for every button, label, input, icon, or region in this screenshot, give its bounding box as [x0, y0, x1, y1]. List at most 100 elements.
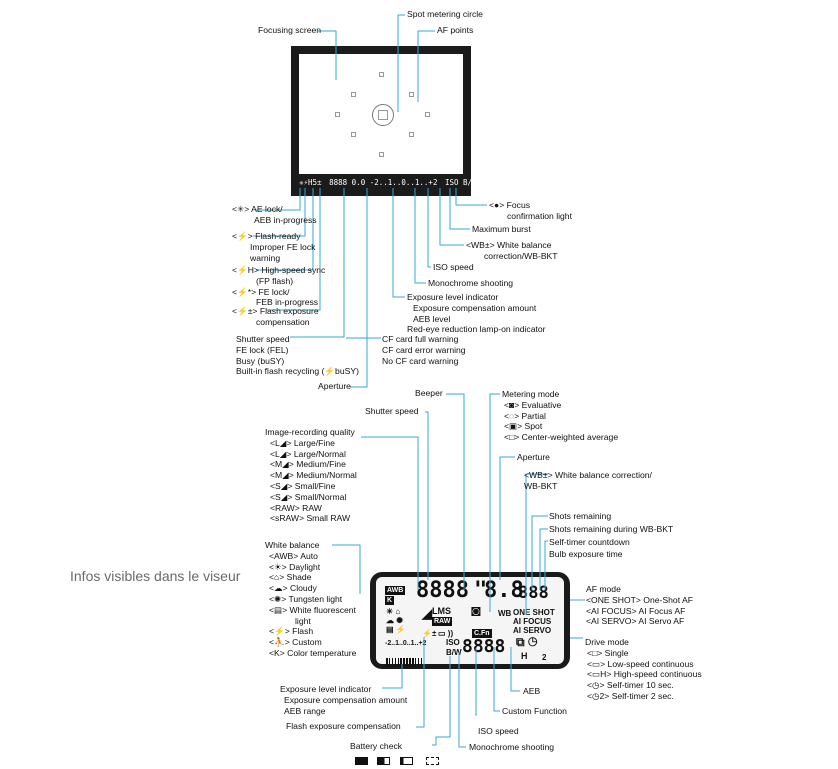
label-line: Exposure compensation amount [284, 694, 408, 705]
metering-icon: ◙ [471, 603, 481, 620]
label-line: (FP flash) [256, 275, 294, 286]
label-cf-card: CF card full warning CF card error warni… [382, 334, 466, 366]
af-point [379, 72, 384, 77]
label-line: <RAW> RAW [270, 502, 322, 513]
strip-mid: 8888 0.0 -2..1..0..1..+2 [329, 178, 438, 187]
label-line: AEB level [413, 313, 451, 324]
label-spot-circle: Spot metering circle [407, 9, 483, 19]
af-point [379, 152, 384, 157]
label-line: <●> Focus [489, 200, 531, 210]
lcd-separator: " [474, 578, 488, 603]
battery-icon: ▭ )) [438, 629, 454, 638]
drive-h: H [521, 651, 528, 661]
label-line: <L◢> Large/Normal [270, 448, 346, 459]
wb-correction-indicator: WB [498, 609, 512, 618]
label-line: Drive mode [585, 637, 629, 647]
label-line: <☀> Daylight [269, 561, 321, 572]
af-point [351, 132, 356, 137]
label-line: <⚡> Flash [269, 626, 314, 637]
label-line: light [295, 615, 311, 626]
quality-icon: ◢ [422, 606, 432, 621]
caption: Infos visibles dans le viseur [70, 568, 241, 584]
label-line: <ONE SHOT> One-Shot AF [586, 594, 693, 605]
lcd-panel-diagram: AWB K ☀ ⌂☁ ✺▤ ⚡ 8888 " 8.8 888 LMS RAW ◢… [370, 572, 570, 669]
quality-lms: LMS [432, 606, 451, 616]
label-wb-correction-lcd: <WB±> White balance correction/ WB-BKT [524, 470, 652, 492]
label-line: <⛹> Custom [269, 637, 322, 648]
label-line: <AWB> Auto [269, 550, 318, 561]
label-line: FEB in-progress [256, 297, 319, 308]
label-shots-remaining: Shots remaining Shots remaining during W… [549, 510, 673, 561]
battery-medium-icon [377, 757, 390, 765]
lcd-aperture-digits: 8.8 [484, 578, 524, 603]
label-beeper: Beeper [415, 388, 443, 398]
label-line: <⚡H> High-speed sync [232, 265, 326, 275]
label-af-mode: AF mode <ONE SHOT> One-Shot AF <AI FOCUS… [586, 584, 693, 627]
flash-comp-icon: ⚡± [422, 629, 437, 638]
label-line: <☁> Cloudy [269, 583, 317, 594]
battery-full-icon [355, 757, 368, 765]
label-line: AEB range [284, 705, 326, 716]
label-line: <AI SERVO> AI Servo AF [586, 616, 685, 627]
label-line: <⚡> Flash-ready [232, 231, 301, 241]
center-af-point [378, 110, 388, 120]
label-line: <◷2> Self-timer 2 sec. [587, 690, 674, 701]
label-line: WB-BKT [524, 480, 558, 491]
label-line: FE lock (FEL) [236, 344, 289, 355]
strip-right: ISO B/W 8888 88 ● [444, 178, 522, 187]
label-line: AF mode [586, 584, 621, 594]
focusing-screen [299, 54, 463, 174]
label-line: <AI FOCUS> AI Focus AF [586, 605, 686, 616]
label-line: No CF card warning [382, 355, 459, 366]
af-point [335, 112, 340, 117]
battery-empty-icon [426, 757, 439, 765]
label-white-balance: White balance <AWB> Auto <☀> Daylight <⌂… [265, 540, 356, 659]
label-focusing-screen: Focusing screen [258, 25, 322, 35]
label-line: <⌂> Shade [269, 572, 312, 583]
label-battery-check: Battery check [350, 741, 403, 751]
label-flash-ready: <⚡> Flash-ready Improper FE lock warning [232, 231, 315, 263]
label-line: <◙> Evaluative [504, 399, 562, 410]
drive-icon: ⧉ ◷ [516, 635, 538, 649]
wb-icons: ☀ ⌂☁ ✺▤ ⚡ [386, 607, 406, 634]
label-aperture-lcd: Aperture [517, 452, 550, 462]
custom-function-indicator: C.Fn [472, 629, 492, 638]
label-af-points: AF points [437, 25, 474, 35]
viewfinder-info-strip: ✳⚡H5± 8888 0.0 -2..1..0..1..+2 ISO B/W 8… [299, 177, 522, 189]
af-ai-focus: AI FOCUS [513, 617, 552, 626]
label-line: Shots remaining [549, 511, 612, 521]
strip-left: ✳⚡H5± [299, 178, 322, 187]
label-line: <□> Center-weighted average [504, 432, 619, 443]
exposure-scale: -2..1..0..1..+2 [385, 640, 427, 647]
label-iso-lcd: ISO speed [478, 726, 519, 736]
label-line: <M◢> Medium/Fine [270, 459, 346, 470]
label-image-quality: Image-recording quality <L◢> Large/Fine … [265, 427, 357, 524]
label-line: CF card error warning [382, 344, 466, 355]
label-flash-comp-lcd: Flash exposure compensation [286, 721, 401, 731]
label-line: <▭H> High-speed continuous [587, 669, 702, 680]
label-line: <◷> Self-timer 10 sec. [587, 680, 674, 691]
label-line: <⚡*> FE lock/ [232, 286, 290, 297]
quality-raw: RAW [432, 617, 453, 626]
af-point [351, 92, 356, 97]
af-point [425, 112, 430, 117]
lcd-screen: AWB K ☀ ⌂☁ ✺▤ ⚡ 8888 " 8.8 888 LMS RAW ◢… [376, 577, 564, 667]
label-custom-function: Custom Function [502, 706, 567, 716]
label-line: <✺> Tungsten light [269, 593, 343, 604]
label-exposure-level-vf: Exposure level indicator Exposure compen… [407, 292, 546, 335]
label-line: warning [250, 252, 281, 263]
spot-metering-circle [372, 104, 394, 126]
label-line: <▤> White fluorescent [269, 604, 356, 615]
label-line: Self-timer countdown [549, 536, 630, 547]
label-focus-confirm: <●> Focus confirmation light [489, 200, 572, 222]
label-line: confirmation light [507, 210, 572, 221]
label-line: Shots remaining during WB-BKT [549, 523, 674, 534]
label-wb-correction-vf: <WB±> White balance correction/WB-BKT [466, 240, 558, 262]
label-line: Exposure level indicator [280, 684, 372, 694]
label-line: <M◢> Medium/Normal [270, 470, 357, 481]
label-shutter-speed-lcd: Shutter speed [365, 406, 419, 416]
label-exposure-level-lcd: Exposure level indicator Exposure compen… [280, 684, 407, 716]
label-line: <▭> Low-speed continuous [587, 658, 694, 669]
lcd-shutter-digits: 8888 [416, 578, 469, 603]
label-line: <S◢> Small/Fine [270, 480, 336, 491]
